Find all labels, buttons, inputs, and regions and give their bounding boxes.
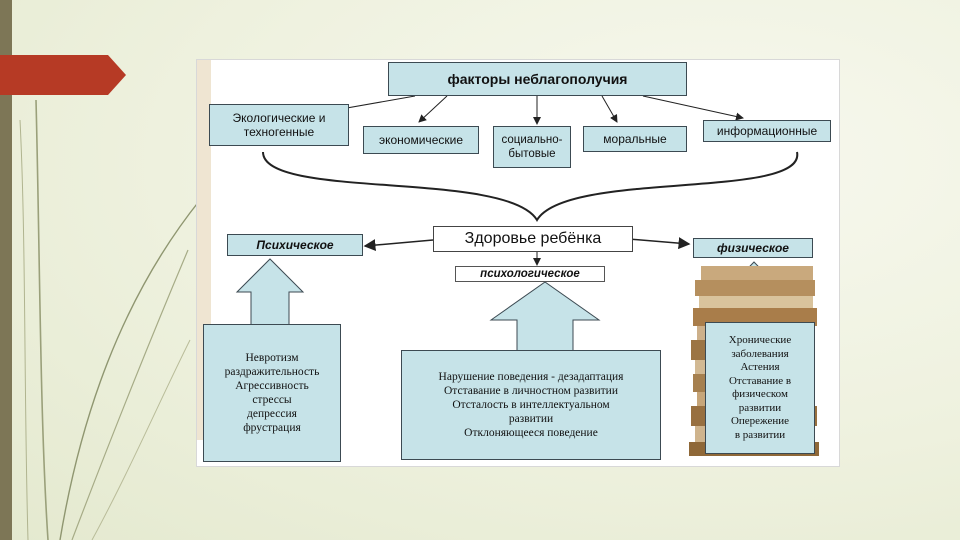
detail-physical-item: Хронические bbox=[728, 334, 792, 346]
detail-physical-item: физическом bbox=[732, 388, 788, 400]
detail-psychological-item: Отсталость в интеллектуальном bbox=[452, 399, 610, 411]
detail-mental-item: стрессы bbox=[252, 394, 292, 406]
detail-mental-item: фрустрация bbox=[243, 422, 301, 434]
detail-mental-item: Агрессивность bbox=[235, 380, 309, 392]
top-factors-box: факторы неблагополучия bbox=[388, 62, 687, 96]
detail-psychological-box: Нарушение поведения - дезадаптация Отста… bbox=[401, 350, 661, 460]
detail-physical-item: развитии bbox=[738, 401, 782, 414]
detail-physical-box: Хронические заболевания Астения Отставан… bbox=[705, 322, 815, 454]
factor-moral-box: моральные bbox=[583, 126, 687, 152]
detail-psychological-item: Отставание в личностном развитии bbox=[444, 385, 618, 397]
banner-arrow-shape bbox=[0, 55, 126, 95]
detail-physical-item: Астения bbox=[740, 361, 780, 373]
detail-psychological-item: развитии bbox=[508, 413, 554, 425]
branch-mental-box: Психическое bbox=[227, 234, 363, 256]
branch-physical-box: физическое bbox=[693, 238, 813, 258]
left-decor-band bbox=[0, 0, 12, 540]
factor-economic-box: экономические bbox=[363, 126, 479, 154]
child-health-box: Здоровье ребёнка bbox=[433, 226, 633, 252]
detail-psychological-item: Нарушение поведения - дезадаптация bbox=[438, 371, 624, 383]
detail-physical-item: в развитии bbox=[734, 428, 786, 441]
detail-physical-item: Отставание в bbox=[728, 374, 792, 387]
detail-psychological-item: Отклоняющееся поведение bbox=[464, 427, 598, 439]
factor-social-box: социально-бытовые bbox=[493, 126, 571, 168]
detail-mental-box: Невротизм раздражительность Агрессивност… bbox=[203, 324, 341, 462]
detail-mental-item: раздражительность bbox=[224, 366, 320, 378]
detail-mental-item: Невротизм bbox=[245, 352, 299, 364]
factor-ecological-box: Экологические и техногенные bbox=[209, 104, 349, 146]
detail-mental-item: депрессия bbox=[247, 408, 297, 420]
detail-physical-item: Опережение bbox=[730, 415, 790, 427]
branch-psychological-box: психологическое bbox=[455, 266, 605, 282]
factor-information-box: информационные bbox=[703, 120, 831, 142]
detail-physical-item: заболевания bbox=[731, 347, 789, 360]
diagram-panel: факторы неблагополучия Экологические и т… bbox=[196, 59, 840, 467]
